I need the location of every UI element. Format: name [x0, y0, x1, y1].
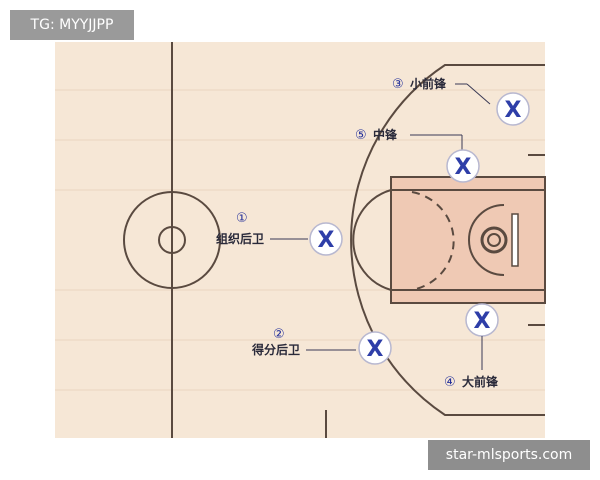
center-inner-circle	[158, 226, 186, 254]
player-marker	[446, 149, 480, 183]
free-throw-circle-solid	[352, 189, 392, 291]
position-power-forward: X ④ 大前锋	[444, 303, 499, 390]
player-marker	[358, 331, 392, 365]
watermark: star-mlsports.com	[428, 440, 590, 470]
position-label: 大前锋	[462, 374, 499, 389]
player-marker-x: X	[505, 98, 522, 123]
position-number: ⑤	[355, 128, 367, 143]
position-number: ②	[273, 327, 285, 342]
player-marker	[309, 222, 343, 256]
header-tag: TG: MYYJJPP	[10, 10, 134, 40]
position-point-guard: ① 组织后卫 X	[216, 211, 343, 256]
position-label: 中锋	[373, 127, 398, 142]
position-number: ④	[444, 375, 456, 390]
position-label: 组织后卫	[216, 231, 264, 246]
position-label: 小前锋	[410, 76, 447, 91]
backboard	[511, 213, 519, 267]
three-point-line	[350, 64, 545, 416]
position-center: ⑤ 中锋 X	[355, 127, 480, 183]
position-number: ①	[236, 211, 248, 226]
position-shooting-guard: ② 得分后卫 X	[251, 327, 392, 365]
pointer-line	[466, 83, 491, 105]
free-throw-circle-dashed	[411, 191, 455, 291]
restricted-area-arc	[468, 204, 505, 276]
hoop	[480, 226, 508, 254]
player-marker	[496, 92, 530, 126]
player-marker-x: X	[318, 228, 335, 253]
hoop-inner	[487, 233, 501, 247]
floor-boards	[55, 89, 545, 391]
position-number: ③	[392, 77, 404, 92]
center-circle	[123, 191, 221, 289]
position-small-forward: ③ 小前锋 X	[392, 76, 530, 126]
player-marker-x: X	[367, 337, 384, 362]
position-label: 得分后卫	[251, 342, 300, 357]
player-marker-x: X	[455, 155, 472, 180]
player-marker-x: X	[474, 309, 491, 334]
